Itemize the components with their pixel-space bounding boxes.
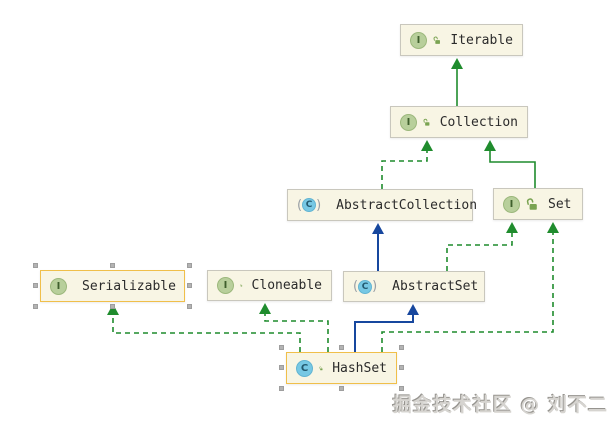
abstract-class-icon: (C) <box>353 279 378 294</box>
arrowhead-icon <box>407 304 419 315</box>
arrowhead-icon <box>451 58 463 69</box>
edge-hashset-to-serializable[interactable] <box>107 304 301 352</box>
edge-collection-to-iterable[interactable] <box>451 58 463 106</box>
edge-abstract-collection-to-collection[interactable] <box>381 140 433 189</box>
node-label: AbstractCollection <box>336 197 478 213</box>
edge-line <box>112 314 301 352</box>
selection-handle[interactable] <box>187 283 192 288</box>
interface-icon: I <box>410 31 427 49</box>
node-label: Collection <box>439 114 518 130</box>
edge-set-to-collection[interactable] <box>484 140 536 188</box>
node-iterable[interactable]: I Iterable <box>400 24 523 56</box>
edge-line <box>381 232 554 352</box>
node-set[interactable]: I Set <box>493 188 583 220</box>
selection-handle[interactable] <box>399 345 404 350</box>
node-hashset[interactable]: C HashSet <box>286 352 397 384</box>
node-label: Iterable <box>450 32 513 48</box>
arrowhead-icon <box>259 303 271 314</box>
abstract-class-icon: (C) <box>297 197 322 213</box>
selection-handle[interactable] <box>399 365 404 370</box>
edge-hashset-to-cloneable[interactable] <box>259 303 329 352</box>
edge-abstract-set-to-abstract-collection[interactable] <box>372 223 384 271</box>
selection-handle[interactable] <box>33 263 38 268</box>
edge-hashset-to-abstract-set[interactable] <box>354 304 419 352</box>
interface-icon: I <box>217 277 234 294</box>
node-serializable[interactable]: I Serializable <box>40 270 185 302</box>
edge-line <box>446 232 513 271</box>
arrowhead-icon <box>547 222 559 233</box>
arrowhead-icon <box>372 223 384 234</box>
selection-handle[interactable] <box>187 263 192 268</box>
watermark: 掘金技术社区 @ 刘不二 <box>392 394 608 416</box>
interface-icon: I <box>50 277 67 295</box>
selection-handle[interactable] <box>279 365 284 370</box>
arrowhead-icon <box>107 304 119 315</box>
node-abstract-collection[interactable]: (C) AbstractCollection <box>287 189 477 221</box>
node-collection[interactable]: I Collection <box>390 106 528 138</box>
node-label: AbstractSet <box>392 279 479 294</box>
interface-icon: I <box>503 195 520 213</box>
node-cloneable[interactable]: I Cloneable <box>207 270 332 301</box>
selection-handle[interactable] <box>279 345 284 350</box>
open-lock-icon <box>319 366 323 370</box>
edge-abstract-set-to-set[interactable] <box>446 222 518 271</box>
selection-handle[interactable] <box>109 263 115 268</box>
selection-handle[interactable] <box>279 386 284 391</box>
arrowhead-icon <box>506 222 518 233</box>
selection-handle[interactable] <box>399 386 404 391</box>
open-lock-icon <box>526 197 537 210</box>
node-label: HashSet <box>332 360 387 376</box>
selection-handle[interactable] <box>33 304 38 309</box>
open-lock-icon <box>433 36 440 44</box>
node-label: Cloneable <box>251 278 322 293</box>
arrowhead-icon <box>484 140 496 151</box>
open-lock-icon <box>240 284 243 287</box>
selection-handle[interactable] <box>187 304 192 309</box>
selection-handle[interactable] <box>338 386 344 391</box>
arrowhead-icon <box>421 140 433 151</box>
interface-icon: I <box>400 113 417 131</box>
class-icon: C <box>296 359 313 377</box>
selection-handle[interactable] <box>338 345 344 350</box>
node-abstract-set[interactable]: (C) AbstractSet <box>343 271 485 302</box>
selection-handle[interactable] <box>33 283 38 288</box>
edge-line <box>381 150 428 189</box>
edge-line <box>489 150 536 188</box>
edge-line <box>354 314 414 352</box>
edge-hashset-to-set[interactable] <box>381 222 559 352</box>
node-label: Set <box>548 196 572 212</box>
open-lock-icon <box>423 118 430 126</box>
node-label: Serializable <box>82 278 176 294</box>
selection-handle[interactable] <box>109 304 115 309</box>
